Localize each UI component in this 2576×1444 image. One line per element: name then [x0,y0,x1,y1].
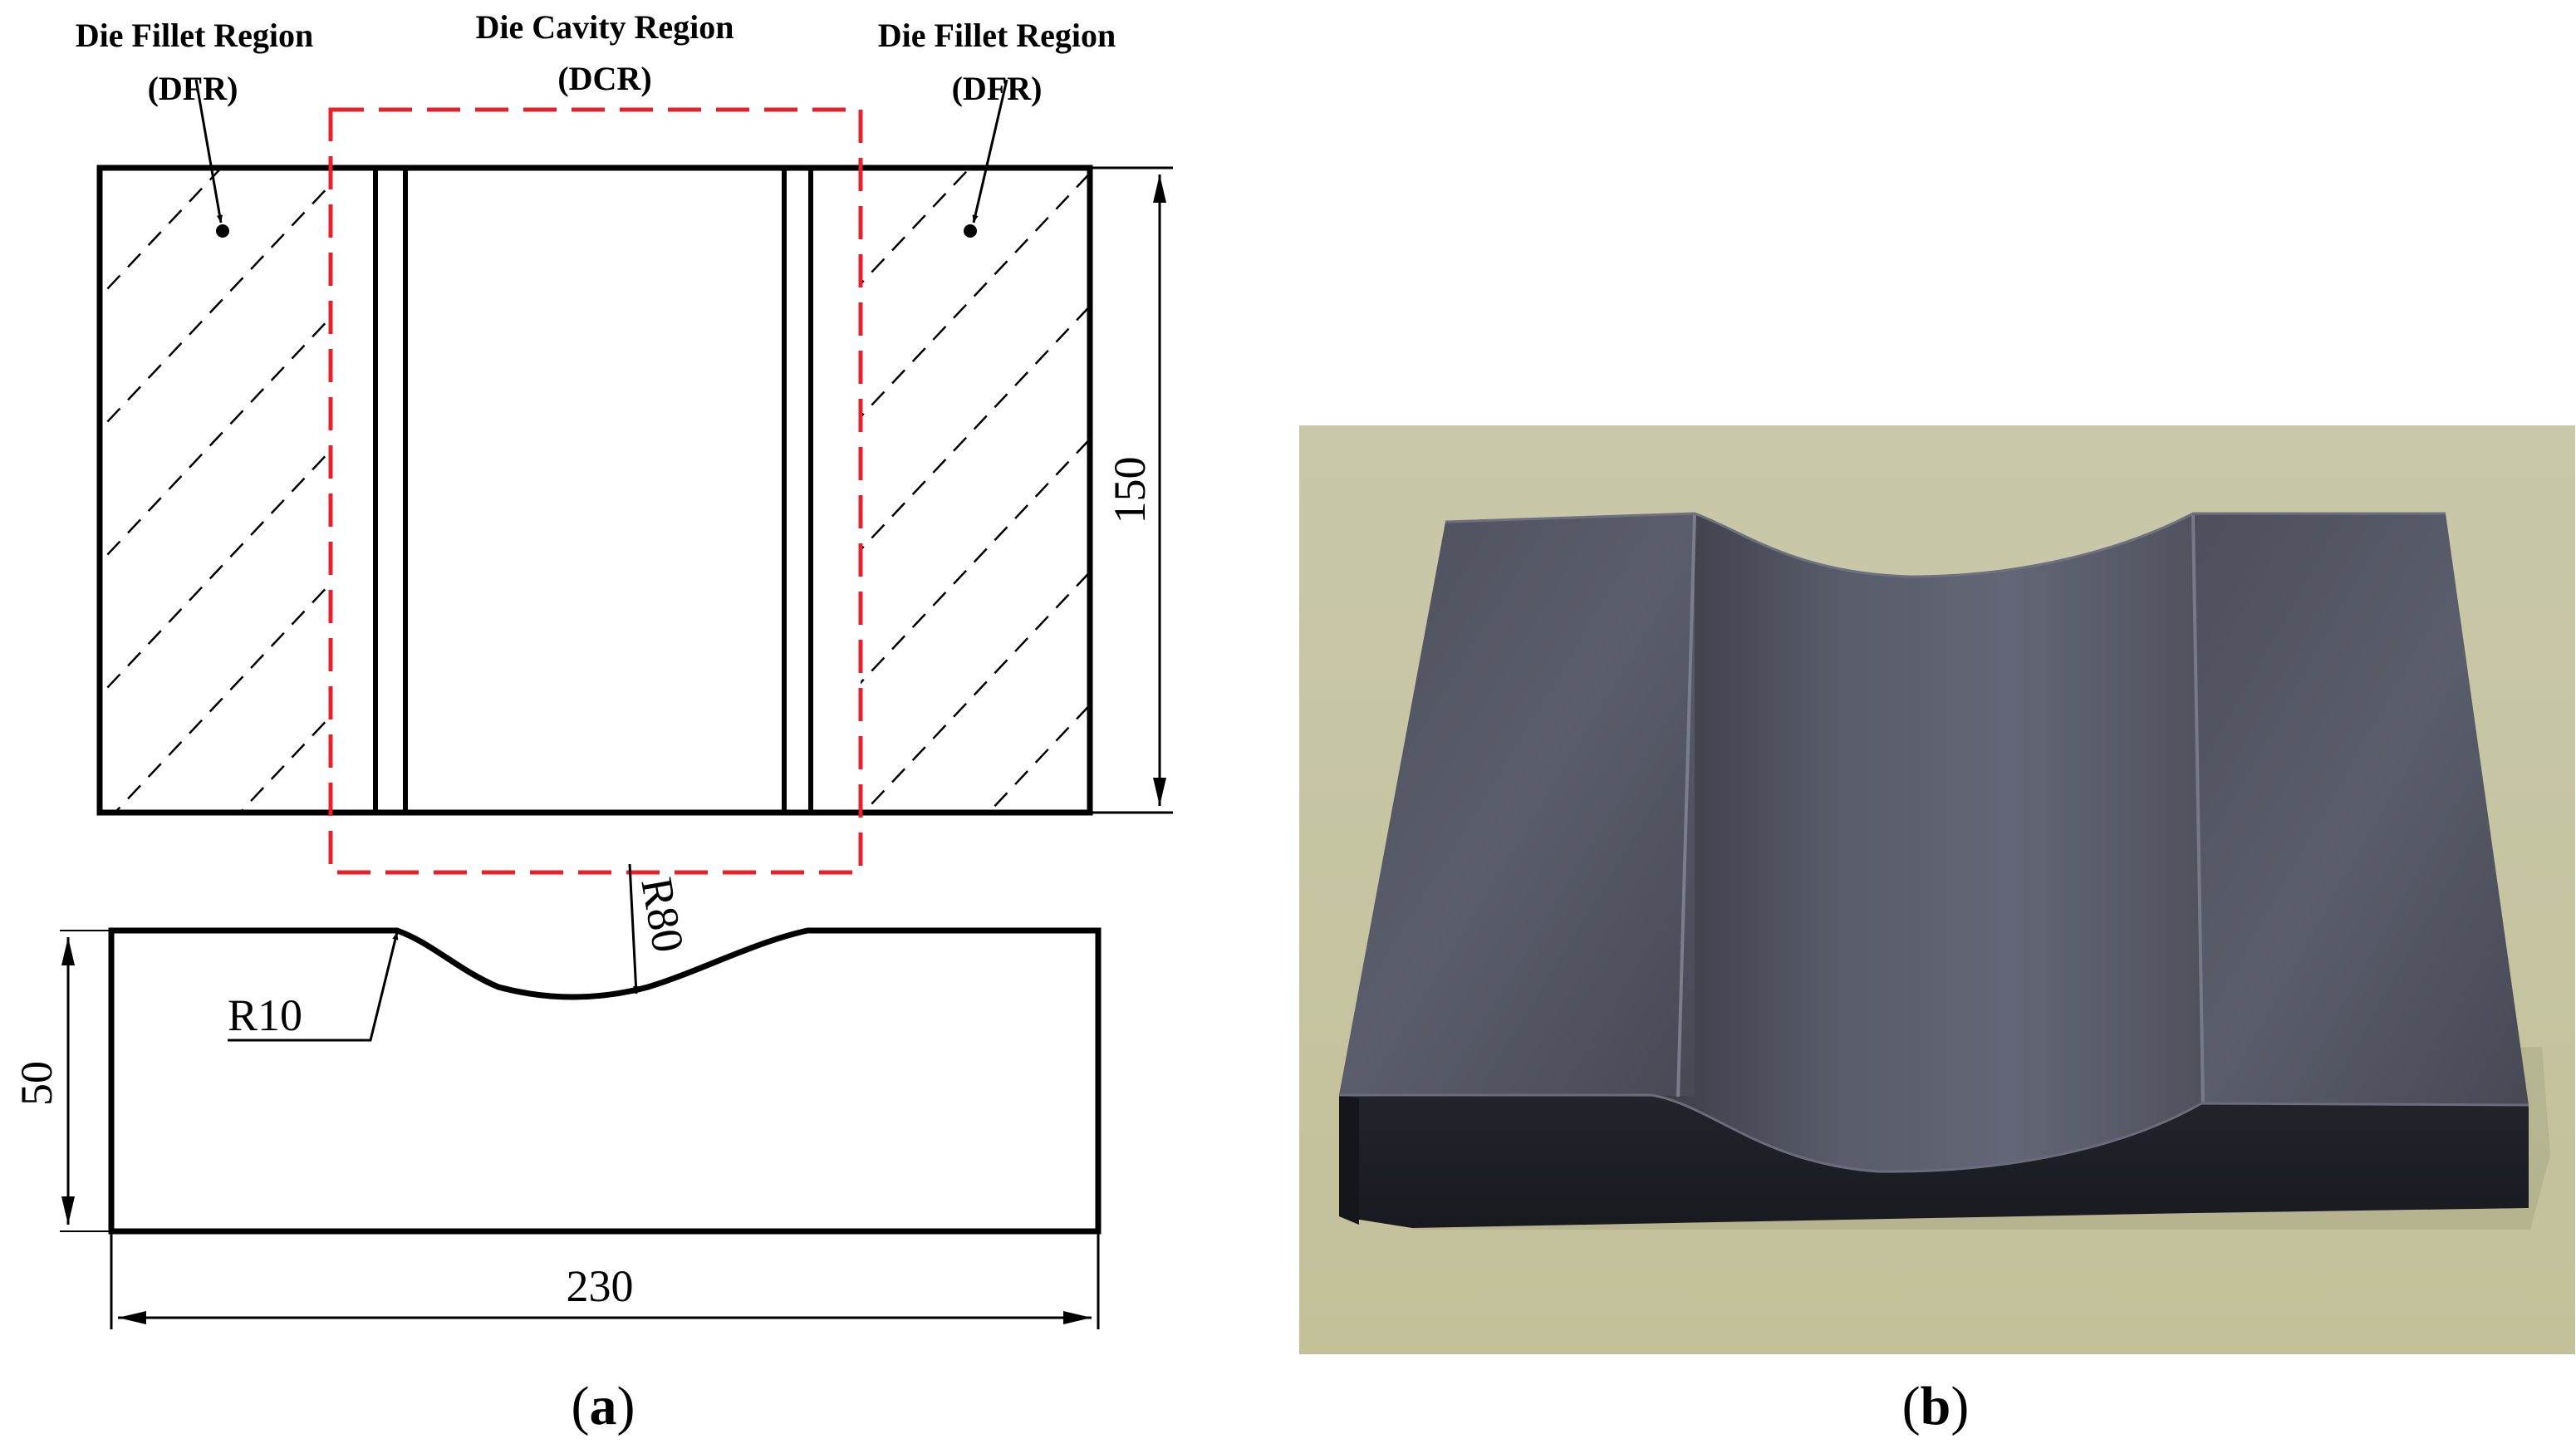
dim-150 [1090,166,1173,814]
dcr-title: Die Cavity Region [475,8,734,46]
leader-r80 [628,863,640,995]
leader-dot-right [964,224,977,238]
drawing-top-view: 150 [96,79,1173,875]
drawing-side-view: R80 R10 50 230 [12,863,1102,1329]
dfr-right-abbr: (DFR) [952,70,1043,107]
leader-dfr-right [972,79,1008,223]
leader-dot-left [216,224,229,238]
dim-150-label: 150 [1105,457,1155,524]
hatch-right [861,168,1090,813]
panel-label-a: (a) [572,1376,635,1437]
block-left-face [1339,1095,1359,1225]
block-edge-front [1339,1093,2529,1173]
dim-r80-label: R80 [631,874,694,956]
block-front-face [1339,1095,2529,1228]
fillet-lines [373,168,813,813]
block-edge-top [1445,512,2446,578]
region-labels: Die Fillet Region (DFR) Die Cavity Regio… [76,8,1116,107]
dim-r10-label: R10 [228,990,302,1040]
leader-r10 [228,931,399,1042]
photo-die-block [1299,425,2575,1354]
panel-label-b: (b) [1902,1376,1970,1437]
dim-50-label: 50 [12,1061,61,1106]
dfr-right-title: Die Fillet Region [878,17,1116,54]
dcr-abbr: (DCR) [557,60,651,97]
block-edge-left [1676,514,1696,1098]
block-cavity [1651,513,2201,1172]
dfr-left-title: Die Fillet Region [76,17,314,54]
block-top-left [1339,513,1695,1097]
leader-dfr-left [194,79,223,223]
dim-230-label: 230 [567,1261,634,1311]
dfr-left-abbr: (DFR) [148,70,238,107]
side-view-outline [108,927,1102,1235]
dcr-box [328,107,863,875]
top-view-outline [96,165,1093,816]
hatch-left [100,168,331,813]
block-edge-right [2191,514,2205,1103]
block-top-right [2193,513,2529,1105]
